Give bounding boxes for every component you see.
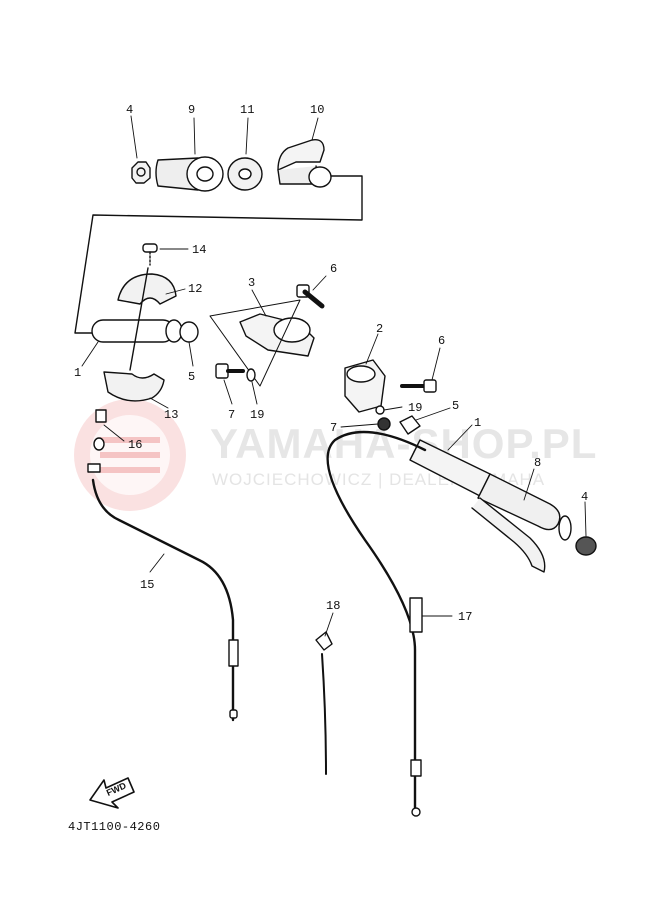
part-18-cable-tie xyxy=(315,631,333,775)
part-1-handlebar-left xyxy=(91,319,183,343)
callout-12: 12 xyxy=(188,282,202,296)
callout-17: 17 xyxy=(458,610,472,624)
callout-16: 16 xyxy=(128,438,142,452)
callout-6-left: 6 xyxy=(330,262,337,276)
holder-guide-line xyxy=(129,267,149,371)
callout-18: 18 xyxy=(326,599,340,613)
part-6-bolt-right xyxy=(400,379,437,393)
callout-7-left: 7 xyxy=(228,408,235,422)
part-6-bolt-left xyxy=(296,284,325,309)
part-14-screw xyxy=(142,243,158,266)
part-9-grip-sleeve xyxy=(155,156,224,192)
cable-17-nipple xyxy=(411,807,421,817)
callout-14: 14 xyxy=(192,243,206,257)
assembly-bracket-line xyxy=(74,175,363,334)
part-17-cable xyxy=(326,430,427,812)
document-code: 4JT1100-4260 xyxy=(68,820,161,834)
part-5-cap-left xyxy=(179,321,199,343)
callout-10: 10 xyxy=(310,103,324,117)
part-13-lower-holder xyxy=(103,371,165,402)
callout-labels: 4 9 11 10 14 12 3 6 1 5 13 7 19 16 2 6 1… xyxy=(74,103,588,624)
callout-6-right: 6 xyxy=(438,334,445,348)
callout-19-right: 19 xyxy=(408,401,422,415)
callout-1-left: 1 xyxy=(74,366,81,380)
callout-8: 8 xyxy=(534,456,541,470)
part-8-grip xyxy=(477,473,572,541)
cable-15-end-fitting xyxy=(228,639,239,667)
leader-lines xyxy=(81,115,587,637)
part-15-cable xyxy=(91,478,235,722)
callout-1-right: 1 xyxy=(474,416,481,430)
callout-7-right: 7 xyxy=(330,421,337,435)
callout-19-left: 19 xyxy=(250,408,264,422)
part-19-washer-right xyxy=(375,405,385,415)
part-4-nut-top xyxy=(131,161,151,184)
callout-5-right: 5 xyxy=(452,399,459,413)
part-19-washer-left xyxy=(246,368,256,382)
callout-4-top: 4 xyxy=(126,103,133,117)
callout-5-left: 5 xyxy=(188,370,195,384)
callout-11: 11 xyxy=(240,103,254,117)
fwd-arrow-icon xyxy=(89,777,135,809)
callout-2: 2 xyxy=(376,322,383,336)
part-10-throttle-housing xyxy=(277,139,332,188)
part-11-washer xyxy=(227,157,263,191)
cable-17-end xyxy=(410,759,422,777)
callout-4-right: 4 xyxy=(581,490,588,504)
cable-15-end-nipple xyxy=(229,709,238,719)
part-5-cap-right xyxy=(399,415,421,435)
callout-9: 9 xyxy=(188,103,195,117)
part-4-bar-end xyxy=(575,536,597,556)
part-7-bolt-right xyxy=(377,417,391,431)
part-12-upper-holder xyxy=(117,273,177,305)
cable-17-adjuster xyxy=(409,597,423,633)
part-16-fitting xyxy=(87,409,107,473)
callout-3: 3 xyxy=(248,276,255,290)
callout-13: 13 xyxy=(164,408,178,422)
brake-lever xyxy=(471,497,546,573)
part-2-handle-clamp xyxy=(344,359,386,413)
part-7-bolt-left xyxy=(215,363,245,379)
callout-15: 15 xyxy=(140,578,154,592)
crown-guide-line xyxy=(209,299,301,387)
